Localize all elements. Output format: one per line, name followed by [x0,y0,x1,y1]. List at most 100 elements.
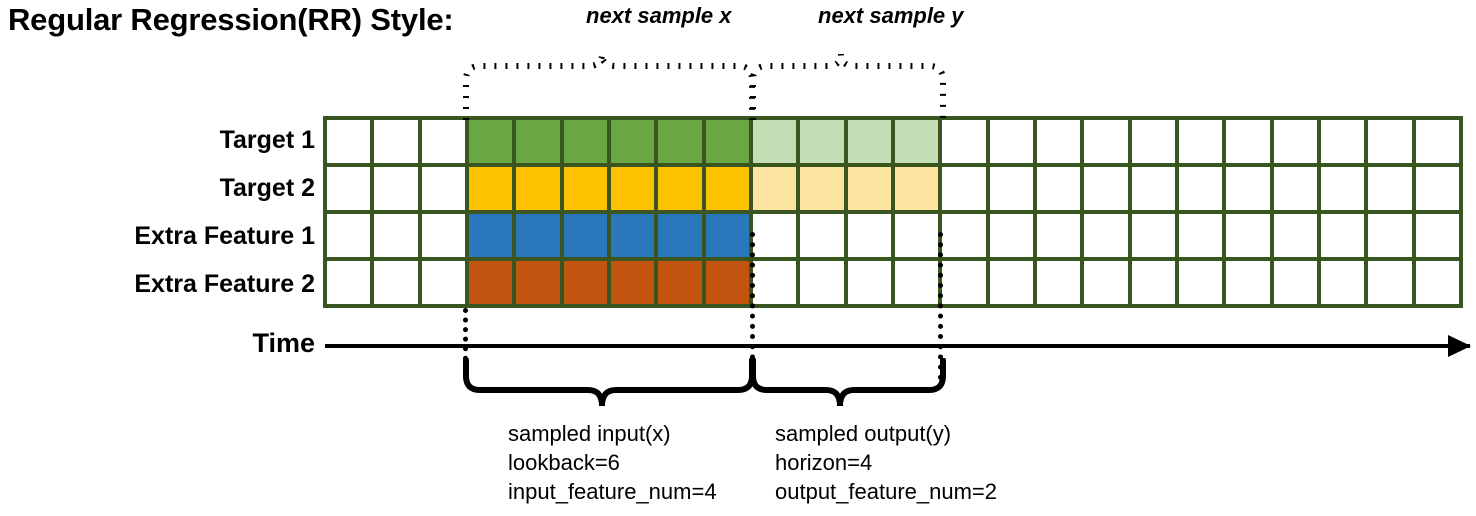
guide-line-output-end [938,232,943,380]
grid-cell-target-1-15 [1036,120,1081,163]
grid-cell-target-2-23 [1415,167,1459,210]
grid-cell-target-2-13 [942,167,986,210]
grid-cell-target-2-14 [989,167,1033,210]
grid-cell-target-1-19 [1226,120,1270,163]
brace-next-sample-y [745,44,955,122]
grid-cell-target-2-6 [610,167,655,210]
grid-cell-extra-feature-2-18 [1178,261,1223,304]
grid-cell-extra-feature-2-13 [942,261,986,304]
grid-cell-target-2-8 [705,167,749,210]
grid-cell-target-1-6 [610,120,655,163]
caption-sampled-output-line-2: horizon=4 [775,450,873,475]
grid-cell-target-1-0 [327,120,371,163]
grid-cell-extra-feature-2-22 [1368,261,1412,304]
page-title: Regular Regression(RR) Style: [8,2,454,37]
grid-cell-target-1-9 [752,120,797,163]
grid-cell-target-2-22 [1368,167,1412,210]
grid-cell-target-1-20 [1273,120,1317,163]
grid-cell-target-1-13 [942,120,986,163]
brace-sampled-output [744,358,954,414]
grid-cell-extra-feature-1-22 [1368,214,1412,257]
grid-cell-extra-feature-2-16 [1084,261,1128,304]
grid-cell-target-2-0 [327,167,371,210]
grid-cell-target-1-7 [658,120,702,163]
grid-cell-extra-feature-2-0 [327,261,371,304]
grid-cell-target-1-5 [563,120,607,163]
grid-cell-extra-feature-1-19 [1226,214,1270,257]
grid-cell-extra-feature-1-7 [658,214,702,257]
row-label-extra-feature-1: Extra Feature 1 [134,222,315,250]
caption-sampled-input-line-2: lookback=6 [508,450,620,475]
brace-next-sample-x [455,44,765,122]
grid-cell-extra-feature-1-16 [1084,214,1128,257]
grid-cell-extra-feature-2-20 [1273,261,1317,304]
grid-cell-target-1-4 [516,120,560,163]
grid-cell-target-2-17 [1131,167,1175,210]
grid-cell-extra-feature-1-0 [327,214,371,257]
grid-cell-extra-feature-2-4 [516,261,560,304]
grid-cell-target-1-2 [421,120,465,163]
grid-cell-extra-feature-1-1 [374,214,418,257]
grid-cell-target-1-1 [374,120,418,163]
grid-cell-target-2-12 [894,167,939,210]
grid-cell-extra-feature-2-2 [421,261,465,304]
time-axis-arrow-icon [1448,335,1471,357]
grid-cell-extra-feature-2-5 [563,261,607,304]
caption-sampled-output-line-3: output_feature_num=2 [775,479,998,504]
grid-cell-target-2-19 [1226,167,1270,210]
brace-caption-next-sample-y: next sample y [818,3,964,28]
grid-cell-target-1-11 [847,120,891,163]
row-label-target-2: Target 2 [219,174,315,202]
grid-cell-target-1-14 [989,120,1033,163]
grid-cell-target-1-16 [1084,120,1128,163]
timeseries-grid [323,116,1463,308]
grid-cell-target-2-15 [1036,167,1081,210]
grid-cell-target-2-10 [800,167,844,210]
grid-cell-extra-feature-1-8 [705,214,749,257]
grid-cell-extra-feature-2-15 [1036,261,1081,304]
grid-cell-extra-feature-2-12 [894,261,939,304]
grid-cell-extra-feature-2-3 [468,261,513,304]
grid-cell-extra-feature-1-14 [989,214,1033,257]
caption-sampled-input-line-1: sampled input(x) [508,421,671,446]
grid-cell-target-2-1 [374,167,418,210]
grid-cell-target-1-18 [1178,120,1223,163]
grid-cell-extra-feature-1-11 [847,214,891,257]
grid-cell-target-1-17 [1131,120,1175,163]
grid-cell-extra-feature-2-9 [752,261,797,304]
row-label-target-1: Target 1 [219,126,315,154]
row-label-extra-feature-2: Extra Feature 2 [134,270,315,298]
grid-cell-target-2-9 [752,167,797,210]
grid-cell-extra-feature-1-17 [1131,214,1175,257]
grid-cell-extra-feature-2-23 [1415,261,1459,304]
caption-sampled-input-line-3: input_feature_num=4 [508,479,717,504]
grid-cell-extra-feature-2-17 [1131,261,1175,304]
grid-cell-target-2-7 [658,167,702,210]
guide-line-input-start [463,308,468,380]
time-axis-label: Time [252,328,315,358]
grid-cell-extra-feature-1-9 [752,214,797,257]
grid-cell-extra-feature-2-19 [1226,261,1270,304]
grid-cell-target-1-10 [800,120,844,163]
grid-cell-extra-feature-1-15 [1036,214,1081,257]
grid-cell-extra-feature-2-1 [374,261,418,304]
brace-sampled-input [455,358,765,414]
caption-sampled-input: sampled input(x) lookback=6 input_featur… [508,419,717,506]
grid-cell-target-2-2 [421,167,465,210]
grid-cell-extra-feature-1-12 [894,214,939,257]
grid-cell-extra-feature-2-21 [1320,261,1365,304]
guide-line-input-end [750,232,755,380]
grid-cell-extra-feature-1-3 [468,214,513,257]
grid-cell-extra-feature-2-10 [800,261,844,304]
grid-cell-extra-feature-1-6 [610,214,655,257]
grid-cell-target-1-22 [1368,120,1412,163]
grid-cell-target-2-3 [468,167,513,210]
caption-sampled-output-line-1: sampled output(y) [775,421,952,446]
grid-cell-target-2-21 [1320,167,1365,210]
grid-cell-extra-feature-2-7 [658,261,702,304]
caption-sampled-output: sampled output(y) horizon=4 output_featu… [775,419,997,506]
grid-cell-extra-feature-2-14 [989,261,1033,304]
grid-cell-target-2-18 [1178,167,1223,210]
grid-cell-target-1-21 [1320,120,1365,163]
